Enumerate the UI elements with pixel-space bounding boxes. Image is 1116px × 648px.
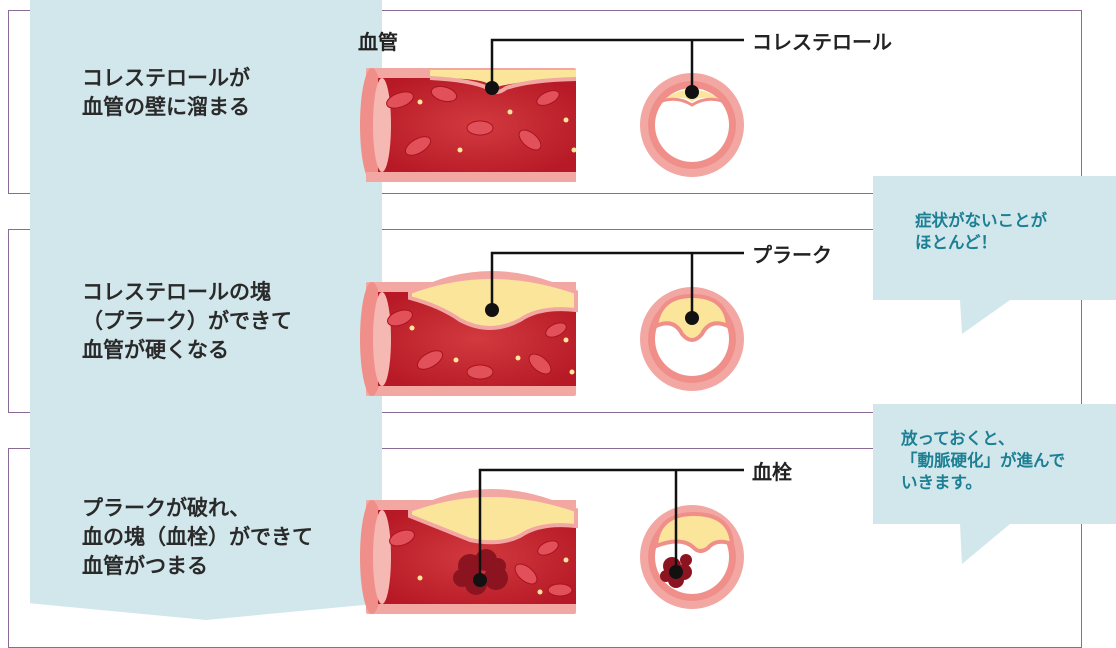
vessel-longitudinal-1 — [360, 68, 577, 182]
callout-2-tail — [960, 524, 1010, 564]
plaque-label: プラーク — [752, 239, 832, 268]
vessel-longitudinal-3 — [360, 489, 576, 614]
vessel-longitudinal-2 — [360, 271, 576, 396]
vessel-cross-section-3 — [640, 505, 744, 609]
thrombus-label: 血栓 — [752, 456, 792, 485]
cholesterol-label: コレステロール — [752, 26, 892, 55]
callout-1-tail — [960, 300, 1010, 334]
callout-arteriosclerosis-progress: 放っておくと、 「動脈硬化」が進んで いきます。 — [873, 404, 1116, 524]
vessel-label: 血管 — [358, 26, 398, 55]
callout-no-symptoms: 症状がないことが ほとんど！ — [873, 176, 1116, 300]
artery-illustrations — [0, 0, 1116, 620]
